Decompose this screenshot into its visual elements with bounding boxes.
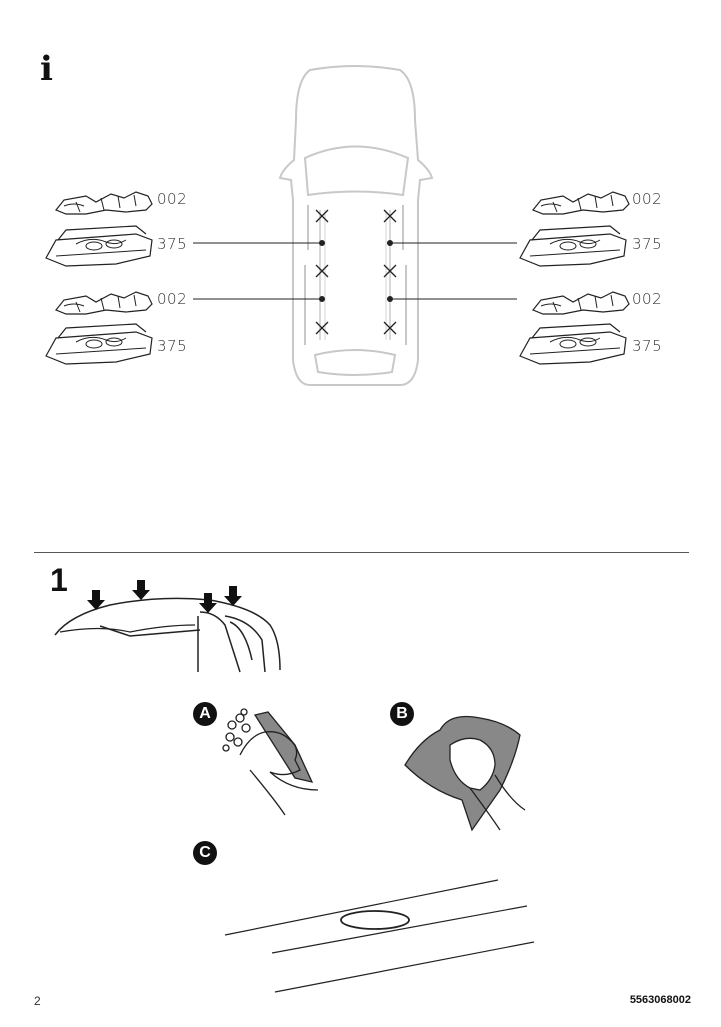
down-arrows xyxy=(87,580,242,613)
leader-lines xyxy=(193,242,517,300)
document-number: 5563068002 xyxy=(629,994,691,1006)
foot-pack-left-front xyxy=(45,191,153,267)
part-label-right-front-pad: 002 xyxy=(632,190,663,208)
part-label-left-front-foot: 375 xyxy=(157,235,188,253)
foot-pack-right-front xyxy=(519,191,630,267)
part-label-right-front-foot: 375 xyxy=(632,235,663,253)
car-top-view xyxy=(278,65,434,386)
part-label-right-rear-pad: 002 xyxy=(632,290,663,308)
foot-pack-left-rear xyxy=(45,291,153,365)
x-marks xyxy=(315,209,397,335)
info-icon: i xyxy=(40,49,53,89)
part-label-left-rear-foot: 375 xyxy=(157,337,188,355)
page-number: 2 xyxy=(34,994,41,1008)
step-badge-b: B xyxy=(390,702,414,726)
step-badge-a: A xyxy=(193,702,217,726)
part-label-right-rear-foot: 375 xyxy=(632,337,663,355)
part-label-left-rear-pad: 002 xyxy=(157,290,188,308)
roof-mark xyxy=(224,879,535,993)
part-label-left-front-pad: 002 xyxy=(157,190,188,208)
step-badge-c: C xyxy=(193,841,217,865)
foot-pack-right-rear xyxy=(519,291,630,365)
cleaning-hand xyxy=(222,708,319,816)
cloth-wipe xyxy=(404,715,526,832)
roof-side-view xyxy=(54,597,281,673)
section-divider xyxy=(34,552,689,553)
step-number: 1 xyxy=(50,562,68,598)
